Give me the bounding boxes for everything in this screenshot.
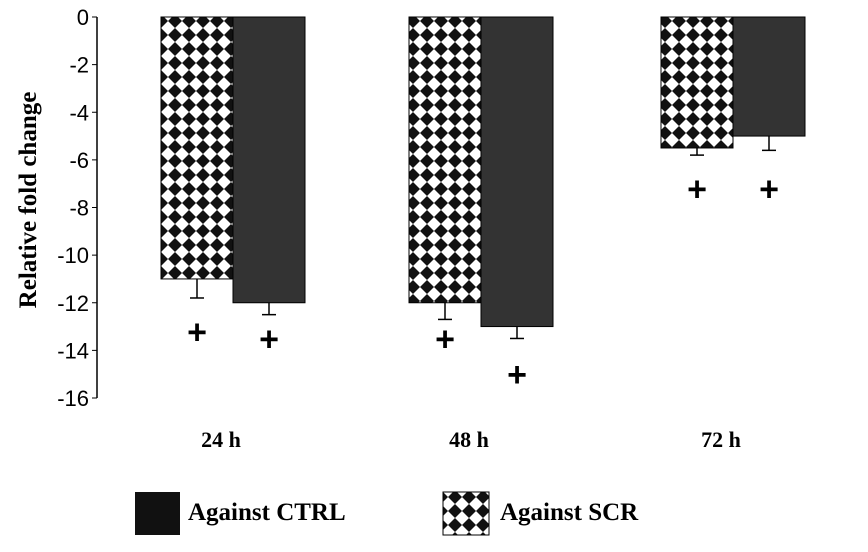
bar-against-scr (160, 16, 234, 280)
significance-marker: + (759, 170, 779, 208)
significance-marker: + (259, 320, 279, 358)
y-tick-label: -16 (57, 386, 89, 411)
significance-marker: + (687, 170, 707, 208)
y-tick-label: 0 (77, 5, 89, 30)
y-axis-label: Relative fold change (15, 92, 42, 309)
bar-against-ctrl (732, 16, 806, 137)
bar-against-ctrl (232, 16, 306, 304)
x-tick-label: 72 h (701, 427, 741, 452)
y-tick-label: -12 (57, 291, 89, 316)
bar-against-scr (660, 16, 734, 149)
legend-label-scr: Against SCR (500, 499, 639, 526)
y-tick-label: -14 (57, 338, 89, 363)
legend-label-ctrl: Against CTRL (188, 499, 346, 526)
y-tick-label: -6 (69, 148, 89, 173)
legend-swatch-ctrl (135, 492, 180, 535)
x-tick-label: 24 h (201, 427, 241, 452)
legend-swatch-scr (442, 491, 490, 536)
significance-marker: + (187, 313, 207, 351)
significance-marker: + (507, 356, 527, 394)
y-tick-label: -2 (69, 53, 89, 78)
y-tick-label: -8 (69, 196, 89, 221)
y-tick-label: -4 (69, 100, 89, 125)
legend: Against CTRL Against SCR (135, 491, 639, 536)
bar-against-ctrl (480, 16, 554, 328)
x-tick-label: 48 h (449, 427, 489, 452)
bar-against-scr (408, 16, 482, 304)
significance-marker: + (435, 320, 455, 358)
y-tick-label: -10 (57, 243, 89, 268)
